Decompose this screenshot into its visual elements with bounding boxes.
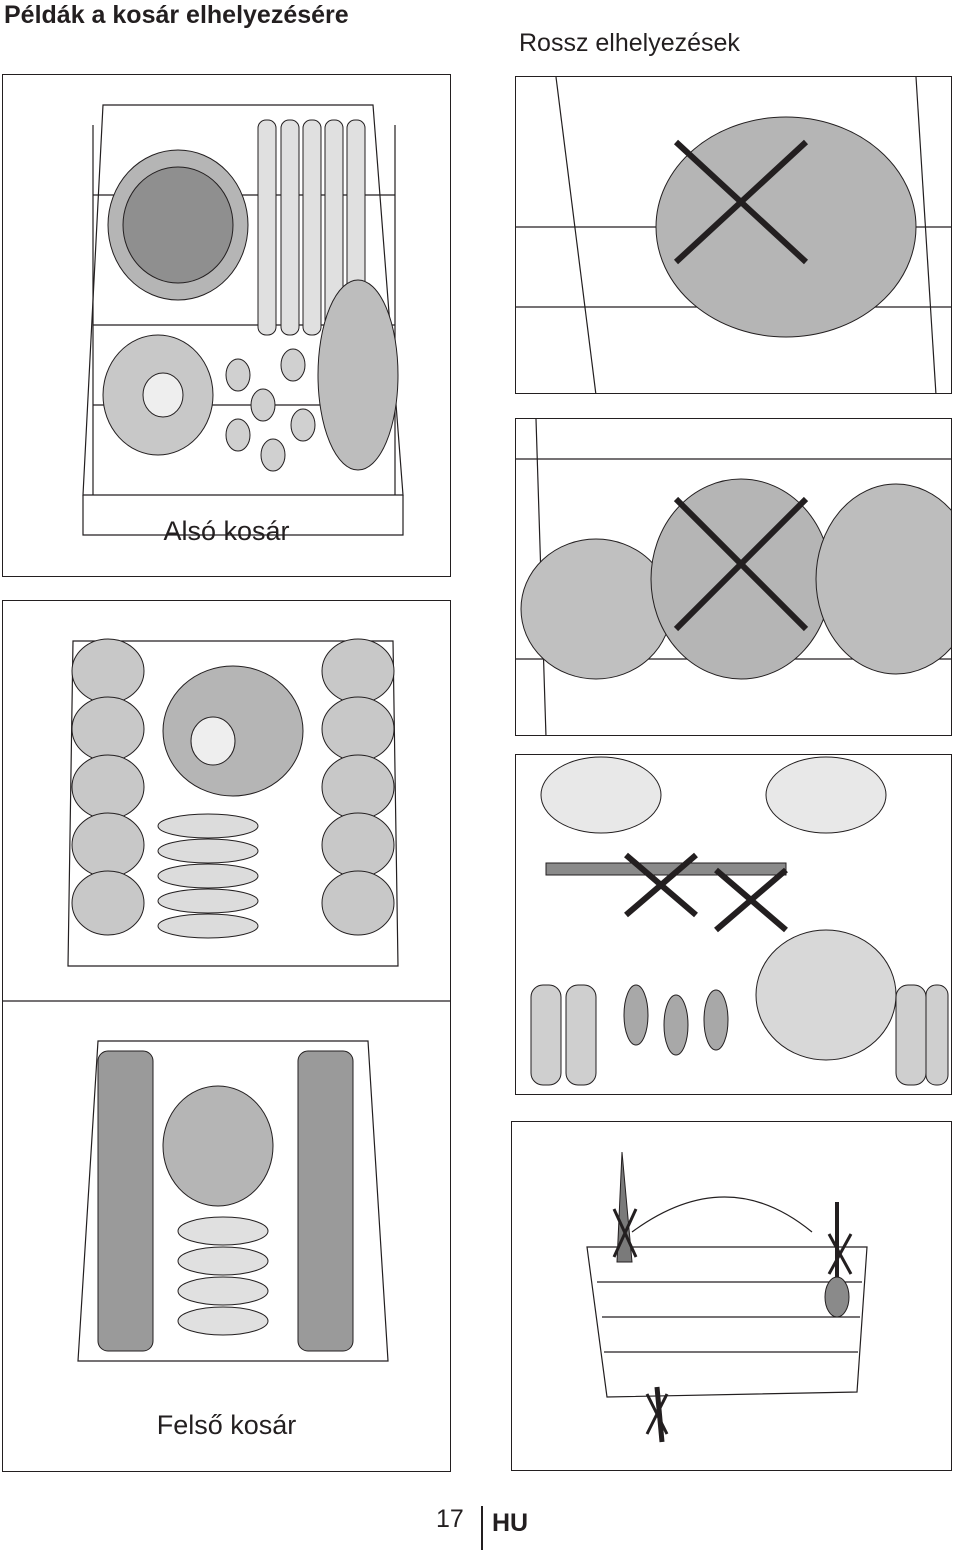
language-code: HU bbox=[492, 1509, 529, 1537]
wrong-placement-panel-4 bbox=[511, 1121, 952, 1471]
wrong-placement-illustration-1 bbox=[516, 77, 951, 393]
cross-mark-icon bbox=[612, 1208, 638, 1258]
wrong-placement-illustration-4 bbox=[586, 1151, 868, 1443]
wrong-placement-panel-1 bbox=[515, 76, 952, 394]
upper-basket-panel: Felső kosár bbox=[2, 600, 451, 1472]
lower-basket-label: Alsó kosár bbox=[163, 516, 290, 546]
page-title: Példák a kosár elhelyezésére bbox=[4, 1, 349, 29]
cross-mark-icon bbox=[624, 852, 698, 918]
cross-mark-icon bbox=[673, 139, 809, 265]
upper-basket-illustration bbox=[3, 638, 450, 1362]
cross-mark-icon bbox=[673, 496, 809, 632]
cross-mark-icon bbox=[714, 867, 788, 933]
wrong-placement-panel-2 bbox=[515, 418, 952, 736]
cross-mark-icon bbox=[645, 1393, 669, 1435]
upper-basket-label: Felső kosár bbox=[156, 1410, 297, 1440]
wrong-placements-title: Rossz elhelyezések bbox=[519, 29, 740, 57]
wrong-placement-illustration-3 bbox=[530, 756, 949, 1086]
wrong-placement-illustration-2 bbox=[516, 419, 951, 735]
lower-basket-illustration bbox=[82, 104, 404, 536]
cross-mark-icon bbox=[827, 1233, 853, 1275]
page-number: 17 bbox=[436, 1505, 464, 1533]
footer-divider bbox=[481, 1506, 483, 1550]
lower-basket-panel: Alsó kosár bbox=[2, 74, 451, 577]
wrong-placement-panel-3 bbox=[515, 754, 952, 1095]
